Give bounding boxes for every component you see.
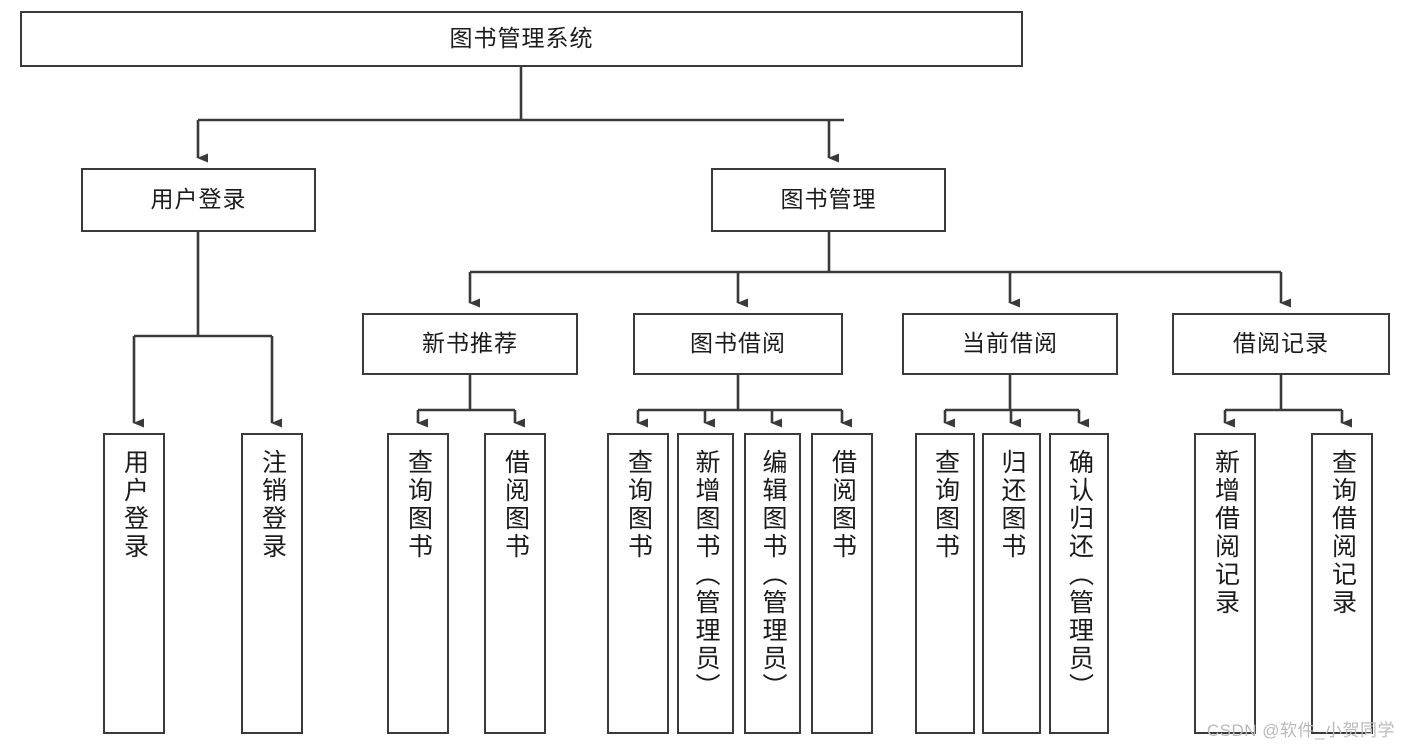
node-book-management[interactable]: 图书管理 bbox=[711, 168, 946, 232]
node-book-borrow[interactable]: 图书借阅 bbox=[633, 313, 843, 375]
node-leaf-add-book[interactable]: 新增图书（管理员） bbox=[677, 433, 734, 734]
node-leaf-logout-login-label: 注销登录 bbox=[258, 449, 287, 561]
node-root[interactable]: 图书管理系统 bbox=[20, 11, 1023, 67]
node-leaf-query-book-1[interactable]: 查询图书 bbox=[387, 433, 449, 734]
node-leaf-logout-login[interactable]: 注销登录 bbox=[241, 433, 303, 734]
node-leaf-query-book-1-label: 查询图书 bbox=[404, 449, 433, 561]
node-leaf-borrow-book-2[interactable]: 借阅图书 bbox=[811, 433, 873, 734]
node-leaf-return-book[interactable]: 归还图书 bbox=[982, 433, 1041, 734]
node-user-login[interactable]: 用户登录 bbox=[81, 168, 316, 232]
node-leaf-add-book-label: 新增图书（管理员） bbox=[692, 449, 720, 701]
node-user-login-label: 用户登录 bbox=[150, 186, 247, 213]
node-leaf-borrow-book-2-label: 借阅图书 bbox=[828, 449, 857, 561]
node-leaf-query-book-2-label: 查询图书 bbox=[624, 449, 653, 561]
node-leaf-user-login[interactable]: 用户登录 bbox=[103, 433, 165, 734]
node-current-borrow[interactable]: 当前借阅 bbox=[902, 313, 1118, 375]
node-borrow-record-label: 借阅记录 bbox=[1233, 330, 1329, 357]
node-new-book-recommend-label: 新书推荐 bbox=[422, 330, 518, 357]
node-borrow-record[interactable]: 借阅记录 bbox=[1172, 313, 1390, 375]
node-leaf-user-login-label: 用户登录 bbox=[120, 449, 149, 561]
node-leaf-borrow-book-1-label: 借阅图书 bbox=[501, 449, 530, 561]
node-root-label: 图书管理系统 bbox=[449, 25, 594, 52]
node-book-management-label: 图书管理 bbox=[780, 186, 877, 213]
node-current-borrow-label: 当前借阅 bbox=[962, 330, 1058, 357]
node-leaf-edit-book[interactable]: 编辑图书（管理员） bbox=[744, 433, 801, 734]
node-leaf-query-book-3[interactable]: 查询图书 bbox=[915, 433, 975, 734]
node-leaf-add-record[interactable]: 新增借阅记录 bbox=[1194, 433, 1256, 734]
node-leaf-borrow-book-1[interactable]: 借阅图书 bbox=[484, 433, 546, 734]
watermark: CSDN @软件_小贺同学 bbox=[1206, 721, 1395, 740]
node-leaf-query-record[interactable]: 查询借阅记录 bbox=[1311, 433, 1373, 734]
node-new-book-recommend[interactable]: 新书推荐 bbox=[362, 313, 578, 375]
node-book-borrow-label: 图书借阅 bbox=[690, 330, 786, 357]
node-leaf-confirm-return[interactable]: 确认归还（管理员） bbox=[1049, 433, 1109, 734]
node-leaf-query-record-label: 查询借阅记录 bbox=[1328, 449, 1357, 617]
node-leaf-query-book-3-label: 查询图书 bbox=[931, 449, 960, 561]
node-leaf-edit-book-label: 编辑图书（管理员） bbox=[759, 449, 787, 701]
node-leaf-add-record-label: 新增借阅记录 bbox=[1211, 449, 1240, 617]
node-leaf-confirm-return-label: 确认归还（管理员） bbox=[1065, 449, 1094, 701]
node-leaf-query-book-2[interactable]: 查询图书 bbox=[607, 433, 669, 734]
node-leaf-return-book-label: 归还图书 bbox=[998, 449, 1026, 561]
